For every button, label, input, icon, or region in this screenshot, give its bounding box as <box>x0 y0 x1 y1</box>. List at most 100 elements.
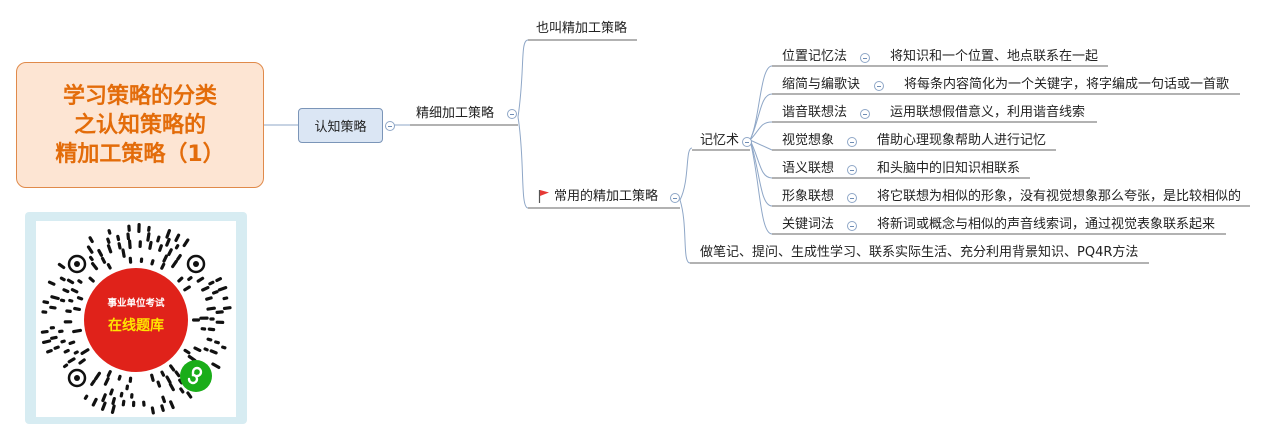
qr-module <box>46 349 53 354</box>
collapse-icon[interactable] <box>847 221 857 231</box>
qr-module <box>68 340 76 346</box>
qr-module <box>222 296 229 301</box>
collapse-icon[interactable] <box>847 193 857 203</box>
technique-desc[interactable]: 将每条内容简化为一个关键字，将字编成一句话或一首歌 <box>904 77 1230 92</box>
qr-module <box>72 328 83 334</box>
qr-module <box>59 298 66 303</box>
qr-module <box>57 262 66 270</box>
qr-module <box>165 229 171 239</box>
qr-module <box>160 370 166 377</box>
technique-name[interactable]: 谐音联想法 <box>782 105 848 120</box>
qr-module <box>196 276 205 283</box>
qr-module <box>178 378 184 385</box>
qr-module <box>97 249 104 257</box>
common-label[interactable]: 常用的精加工策略 <box>554 189 659 204</box>
qr-module <box>107 229 112 235</box>
qr-module <box>106 370 112 378</box>
qr-module <box>40 329 49 334</box>
qr-center-disc <box>84 268 188 372</box>
technique-name[interactable]: 缩简与编歌诀 <box>782 77 861 92</box>
qr-module <box>100 401 107 411</box>
qr-module <box>50 295 60 301</box>
collapse-icon[interactable] <box>742 137 752 147</box>
qr-module <box>73 306 82 312</box>
qr-module <box>217 285 228 292</box>
branch-label[interactable]: 精细加工策略 <box>416 106 495 121</box>
qr-module <box>179 387 185 394</box>
qr-code[interactable]: 事业单位考试 在线题库 <box>36 221 236 417</box>
qr-module <box>47 280 56 286</box>
qr-module <box>73 350 79 355</box>
root-node[interactable]: 认知策略 <box>298 108 383 143</box>
qr-module <box>121 248 126 258</box>
collapse-icon[interactable] <box>860 53 870 63</box>
qr-module <box>193 346 202 352</box>
technique-name[interactable]: 视觉想象 <box>782 133 835 148</box>
qr-module <box>165 375 172 384</box>
other-methods-label[interactable]: 做笔记、提问、生成性学习、联系实际生活、充分利用背景知识、PQ4R方法 <box>700 245 1139 260</box>
qr-module <box>63 348 70 354</box>
collapse-icon[interactable] <box>860 109 870 119</box>
alias-label[interactable]: 也叫精加工策略 <box>536 21 628 36</box>
technique-name[interactable]: 语义联想 <box>782 161 835 176</box>
qr-module <box>117 374 122 381</box>
qr-line-1: 事业单位考试 <box>107 297 165 309</box>
qr-module <box>59 276 66 282</box>
mnemonic-label[interactable]: 记忆术 <box>700 133 740 148</box>
qr-module <box>117 242 122 250</box>
collapse-icon[interactable] <box>847 165 857 175</box>
qr-module <box>77 279 83 284</box>
qr-module <box>160 404 165 412</box>
qr-module <box>53 345 60 350</box>
qr-module <box>91 397 98 407</box>
qr-module <box>67 357 76 364</box>
qr-module <box>76 296 84 301</box>
qr-module <box>150 259 155 266</box>
title-line-3: 精加工策略（1） <box>55 141 225 167</box>
technique-name[interactable]: 形象联想 <box>782 189 835 204</box>
technique-desc[interactable]: 运用联想假借意义，利用谐音线索 <box>890 105 1086 120</box>
qr-module <box>209 349 218 355</box>
collapse-icon[interactable] <box>385 121 395 131</box>
qr-module <box>168 382 175 392</box>
qr-module <box>201 285 210 292</box>
qr-module <box>106 237 111 244</box>
qr-module <box>158 244 163 252</box>
qr-module <box>162 254 168 263</box>
qr-module <box>182 238 190 248</box>
qr-module <box>60 339 66 344</box>
qr-module <box>156 235 161 243</box>
qr-module <box>206 306 216 311</box>
technique-desc[interactable]: 和头脑中的旧知识相联系 <box>877 161 1021 176</box>
qr-module <box>174 370 181 378</box>
qr-module <box>207 327 216 332</box>
qr-module <box>169 400 175 410</box>
collapse-icon[interactable] <box>847 137 857 147</box>
technique-desc[interactable]: 将它联想为相似的形象，没有视觉想象那么夸张，是比较相似的 <box>877 189 1242 204</box>
qr-finder-top-right <box>186 254 206 274</box>
qr-module <box>80 348 90 355</box>
qr-module <box>171 259 178 269</box>
collapse-icon[interactable] <box>874 81 884 91</box>
collapse-icon[interactable] <box>670 193 680 203</box>
qr-module <box>161 395 166 404</box>
collapse-icon[interactable] <box>507 109 517 119</box>
qr-module <box>211 362 221 369</box>
mini-program-icon <box>180 360 212 392</box>
qr-module <box>150 373 155 382</box>
qr-line-2: 在线题库 <box>108 317 164 334</box>
qr-module <box>42 300 50 305</box>
qr-module <box>215 310 224 315</box>
qr-module <box>106 244 113 254</box>
qr-module <box>183 285 191 292</box>
technique-name[interactable]: 位置记忆法 <box>782 49 848 64</box>
qr-module <box>50 335 58 340</box>
technique-name[interactable]: 关键词法 <box>782 217 835 232</box>
qr-module <box>174 244 180 250</box>
qr-module <box>165 237 171 247</box>
qr-module <box>206 337 213 342</box>
technique-desc[interactable]: 将新词或概念与相似的声音线索词，通过视觉表象联系起来 <box>877 217 1216 232</box>
technique-desc[interactable]: 借助心理现象帮助人进行记忆 <box>877 133 1047 148</box>
qr-module <box>222 306 232 311</box>
technique-desc[interactable]: 将知识和一个位置、地点联系在一起 <box>890 49 1099 64</box>
